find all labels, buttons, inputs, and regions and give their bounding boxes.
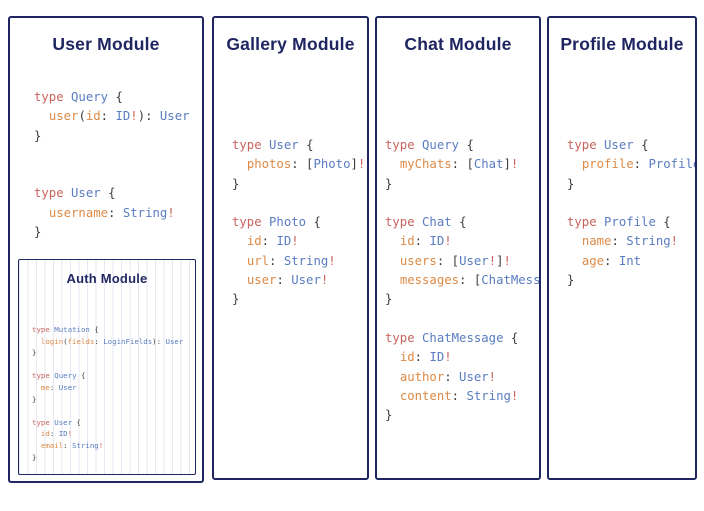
panel-user-module[interactable]: User Module type Query { user(id: ID!): … [8,16,204,483]
panel-title-gallery-module: Gallery Module [226,34,355,54]
code-block-chat-module: type Query { myChats: [Chat]! } type Cha… [385,138,541,423]
panel-gallery-module[interactable]: Gallery Module type User { photos: [Phot… [212,16,369,480]
panel-title-user-module: User Module [52,34,160,54]
panel-profile-module[interactable]: Profile Module type User { profile: Prof… [547,16,697,480]
code-block-gallery-module: type User { photos: [Photo]! } type Phot… [232,138,366,307]
code-block-user-module: type Query { user(id: ID!): User } type … [34,90,190,240]
panel-chat-module[interactable]: Chat Module type Query { myChats: [Chat]… [375,16,541,480]
panel-title-profile-module: Profile Module [560,34,684,54]
panel-title-chat-module: Chat Module [404,34,512,54]
code-block-profile-module: type User { profile: Profile! } type Pro… [567,138,697,288]
panel-title-auth-module: Auth Module [66,271,148,286]
panel-auth-module[interactable]: Auth Module type Mutation { login(fields… [18,259,196,475]
code-block-auth-module: type Mutation { login(fields: LoginField… [32,325,184,462]
